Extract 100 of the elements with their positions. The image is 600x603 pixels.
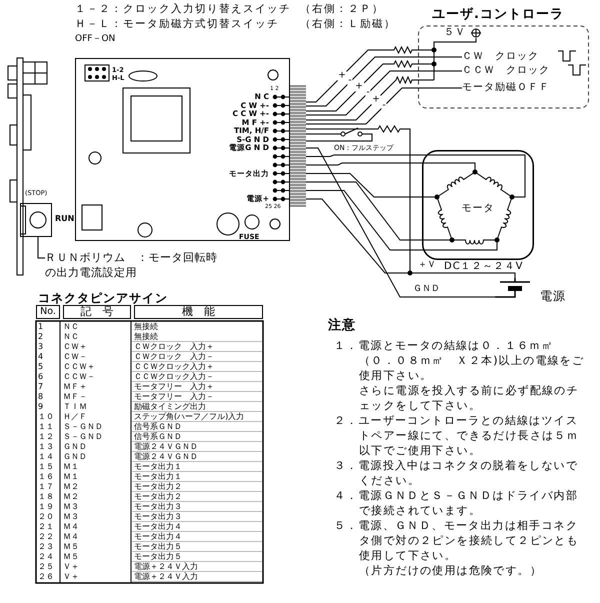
- table-cell-text: １３: [38, 442, 55, 452]
- table-cell-text: ＮＣ: [63, 332, 80, 342]
- table-cell-text: ２２: [38, 532, 55, 542]
- signal-label: ＣＷ クロック: [462, 51, 540, 63]
- table-cell-text: モータ出力４: [134, 522, 183, 532]
- table-cell-text: 信号系ＧＮＤ: [134, 422, 183, 432]
- table-cell-text: Ｍ３: [63, 512, 80, 522]
- table-cell-text: Ｖ＋: [63, 572, 80, 582]
- note-text: ５．電源、ＧＮＤ、モータ出力は相手コネクタ側で対の２ピンを接続して２ピンとも使用して下さい。: [334, 518, 580, 563]
- table-cell-text: 9: [38, 402, 44, 412]
- table-cell-text: ２３: [38, 542, 55, 552]
- table-cell-text: モータ出力２: [134, 482, 183, 492]
- supply-label: ５Ｖ: [444, 27, 467, 39]
- table-cell-text: モータフリー 入力＋: [134, 382, 215, 392]
- table-cell-text: ２１: [38, 522, 55, 532]
- table-cell-text: モータフリー 入力－: [134, 392, 215, 402]
- table-cell-text: ２０: [38, 512, 55, 522]
- table-cell-text: モータ出力３: [134, 512, 183, 522]
- caption-text: １－２：クロック入力切り替えスイッチ: [75, 2, 292, 16]
- table-cell-text: 電源２４ＶＧＮＤ: [134, 442, 199, 452]
- table-cell-text: ＣＣＷ－: [63, 372, 96, 382]
- table-cell-text: 2: [38, 332, 44, 342]
- wire-label: -: [365, 88, 371, 98]
- table-cell-text: ２５: [38, 562, 55, 572]
- knob-label: RUN: [55, 214, 76, 224]
- wire-label: +: [337, 72, 347, 80]
- wire: [306, 154, 422, 157]
- table-cell-text: ２４: [38, 552, 55, 562]
- note-text: （片方だけの使用は危険です。）: [358, 563, 543, 578]
- table-cell-text: ＣＣＷクロック入力＋: [134, 362, 215, 372]
- table-cell-text: Ｖ＋: [63, 562, 80, 572]
- wire: [306, 190, 422, 250]
- table-cell-text: ＧＮＤ: [63, 452, 88, 462]
- table-header-cell: 機 能: [134, 305, 263, 319]
- wire: [306, 88, 418, 124]
- table-cell-text: モータ出力４: [134, 532, 183, 542]
- table-cell-text: 5: [38, 362, 44, 372]
- note-heading: 注意: [328, 318, 357, 334]
- caption-text: （右側：Ｌ励磁）: [300, 17, 397, 31]
- wire-label: -: [381, 102, 387, 110]
- knob-box: [20, 203, 52, 237]
- wire-label: ＧＮＤ: [412, 285, 441, 294]
- note-text: ４．電源ＧＮＤとＳ－ＧＮＤはドライバ内部で接続されています。: [334, 488, 579, 518]
- table-cell-text: ステップ角(ハーフ／フル)入力: [134, 412, 246, 422]
- table-cell-text: Ｍ２: [63, 492, 80, 502]
- table-header-cell: No.: [36, 305, 60, 319]
- table-cell-text: 電源＋２４Ｖ入力: [134, 572, 199, 582]
- table-cell-text: Ｍ５: [63, 552, 80, 562]
- controller-heading: ユーザ.コントローラ: [432, 6, 565, 24]
- table-cell-text: ＣＷ＋: [63, 342, 88, 352]
- motor-label: モータ: [460, 202, 496, 216]
- table-cell-text: 無接続: [134, 322, 159, 332]
- table-header-cell: 記 号: [63, 305, 131, 319]
- wire: [306, 46, 418, 102]
- table-cell-text: Ｓ－ＧＮＤ: [63, 422, 104, 432]
- table-cell-text: Ｍ１: [63, 462, 80, 472]
- table-cell-text: Ｈ／Ｆ: [63, 412, 88, 422]
- table-cell-text: 1: [38, 322, 44, 332]
- table-cell-text: Ｍ２: [63, 482, 80, 492]
- table-cell-text: ＣＷ－: [63, 352, 88, 362]
- table-cell-text: Ｍ５: [63, 542, 80, 552]
- wire: [306, 148, 496, 298]
- table-cell-text: ＧＮＤ: [63, 442, 88, 452]
- wire: [306, 162, 422, 166]
- table-cell-text: １５: [38, 462, 55, 472]
- table-cell-text: １１: [38, 422, 55, 432]
- table-cell-text: １４: [38, 452, 55, 462]
- caption-text: Ｈ－Ｌ：モータ励磁方式切替スイッチ: [75, 17, 280, 31]
- table-cell-text: 電源２４ＶＧＮＤ: [134, 452, 199, 462]
- table-cell-text: １９: [38, 502, 55, 512]
- table-cell-text: 4: [38, 352, 44, 362]
- motor-box: [422, 150, 534, 260]
- note-text: さらに電源を投入する前に必ず配線のチェックをして下さい。: [358, 383, 580, 413]
- table-cell-text: 6: [38, 372, 44, 382]
- note-text: １．電源とモータの結線は０．１６ｍ㎡（０．０８ｍ㎡ Ｘ２本)以上の電線をご使用下さい。: [334, 338, 586, 383]
- table-cell-text: Ｍ４: [63, 532, 80, 542]
- signal-label: モータ励磁ＯＦＦ: [462, 82, 551, 94]
- wire-label: +: [371, 96, 381, 104]
- table-cell-text: モータ出力５: [134, 542, 183, 552]
- table-cell-text: ＣＣＷクロック入力－: [134, 372, 215, 382]
- power-label: 電源: [540, 288, 567, 304]
- table-cell-text: 信号系ＧＮＤ: [134, 432, 183, 442]
- leader-line: [38, 236, 46, 258]
- table-cell-text: ＣＣＷ＋: [63, 362, 96, 372]
- table-cell-text: モータ出力３: [134, 502, 183, 512]
- table-cell-text: １２: [38, 432, 55, 442]
- table-cell-text: １０: [38, 412, 55, 422]
- table-cell-text: モータ出力１: [134, 462, 183, 472]
- wire-label: -: [347, 76, 353, 86]
- voltage-label: DC１２～２４V: [444, 261, 524, 272]
- table-cell-text: モータ出力１: [134, 472, 183, 482]
- table-cell-text: 3: [38, 342, 44, 352]
- table-cell-text: 8: [38, 392, 44, 402]
- table-cell-text: 電源＋２４Ｖ入力: [134, 562, 199, 572]
- wire: [306, 182, 422, 240]
- switch-caption: OFF－ON: [75, 33, 116, 45]
- table-cell-text: モータ出力５: [134, 552, 183, 562]
- table-cell-text: ２６: [38, 572, 55, 582]
- table-cell-text: Ｍ３: [63, 502, 80, 512]
- table-cell-text: Ｍ４: [63, 522, 80, 532]
